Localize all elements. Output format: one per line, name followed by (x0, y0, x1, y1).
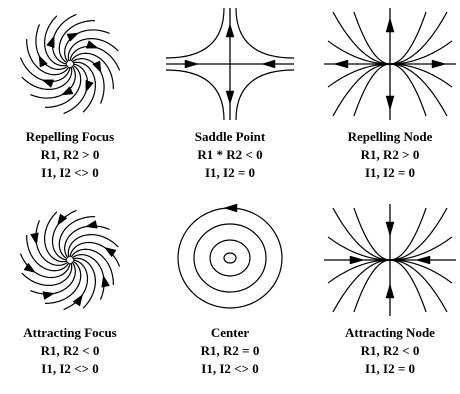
spiral-arrow (72, 294, 83, 307)
spiral-arrow (38, 54, 48, 68)
spiral-trajectory (45, 260, 82, 304)
spiral-arrow (30, 232, 39, 246)
arrow-left-inward (261, 59, 276, 69)
attracting-node-condition-imag: I1, I2 = 0 (364, 361, 416, 376)
repelling-focus-condition-real: R1, R2 > 0 (40, 147, 100, 162)
spiral-arrow (84, 220, 98, 229)
center-caption: Center R1, R2 = 0 I1, I2 <> 0 (160, 324, 300, 378)
spiral-arrow (41, 79, 55, 88)
attracting-focus-condition-imag: I1, I2 <> 0 (41, 361, 99, 376)
repelling-node-caption: Repelling Node R1, R2 > 0 I1, I2 = 0 (320, 128, 460, 182)
attracting-node-caption: Attracting Node R1, R2 < 0 I1, I2 = 0 (320, 324, 460, 378)
repelling-focus-diagram (19, 13, 121, 115)
attracting-focus-condition-real: R1, R2 < 0 (40, 343, 100, 358)
spiral-arrow (92, 60, 102, 74)
attracting-node-condition-real: R1, R2 < 0 (360, 343, 420, 358)
spiral-trajectory (58, 216, 95, 260)
attracting-node-title: Attracting Node (345, 325, 435, 340)
orbit-arrow (223, 203, 238, 213)
saddle-point-condition-imag: I1, I2 = 0 (204, 165, 256, 180)
spiral-trajectory (67, 37, 119, 62)
closed-orbit (209, 239, 251, 277)
center-panel: Center R1, R2 = 0 I1, I2 <> 0 (160, 200, 300, 380)
spiral-trajectory (26, 235, 70, 272)
arrow-left-inward (415, 255, 431, 265)
spiral-trajectory (45, 64, 82, 108)
arrow-right-inward (349, 255, 365, 265)
spiral-arrow (57, 213, 68, 226)
closed-orbit (223, 252, 237, 264)
center-condition-real: R1, R2 = 0 (200, 343, 260, 358)
spiral-trajectory (69, 45, 121, 71)
arrow-up (225, 23, 235, 38)
arrow-down-inward (385, 221, 395, 237)
arrow-right-outward (431, 59, 447, 69)
spiral-arrow (85, 79, 94, 93)
spiral-trajectory (67, 233, 119, 258)
spiral-arrow (23, 262, 36, 273)
saddle-point-caption: Saddle Point R1 * R2 < 0 I1, I2 = 0 (160, 128, 300, 182)
closed-orbit (193, 223, 267, 293)
spiral-trajectory (70, 52, 114, 89)
spiral-arrow (46, 35, 55, 49)
spiral-trajectory (72, 61, 97, 113)
spiral-trajectory (63, 63, 89, 115)
spiral-trajectory (72, 257, 97, 309)
spiral-trajectory (26, 39, 70, 76)
saddle-point-panel: Saddle Point R1 * R2 < 0 I1, I2 = 0 (160, 4, 300, 184)
spiral-arrow (42, 291, 56, 300)
spiral-arrow (66, 32, 80, 42)
arrow-down (225, 90, 235, 105)
repelling-node-panel: Repelling Node R1, R2 > 0 I1, I2 = 0 (320, 4, 460, 184)
repelling-node-diagram (324, 8, 456, 120)
spiral-trajectory (19, 57, 71, 83)
center-title: Center (210, 325, 250, 340)
attracting-focus-title: Attracting Focus (23, 325, 117, 340)
spiral-trajectory (51, 13, 77, 65)
arrow-up-inward (385, 283, 395, 299)
repelling-focus-title: Repelling Focus (25, 129, 115, 144)
repelling-node-condition-imag: I1, I2 = 0 (364, 165, 416, 180)
spiral-arrow (60, 86, 74, 96)
attracting-focus-diagram (19, 209, 121, 311)
center-condition-imag: I1, I2 <> 0 (201, 361, 259, 376)
repelling-focus-condition-imag: I1, I2 <> 0 (41, 165, 99, 180)
spiral-trajectory (70, 248, 114, 285)
hyperbola-bottom-right (235, 69, 295, 121)
spiral-trajectory (58, 20, 95, 64)
arrow-up-outward (385, 17, 395, 33)
repelling-focus-panel: Repelling Focus R1, R2 > 0 I1, I2 <> 0 (0, 4, 140, 184)
center-diagram (177, 203, 283, 309)
parabolic-trajectory (353, 259, 427, 313)
repelling-node-condition-real: R1, R2 > 0 (360, 147, 420, 162)
repelling-node-title: Repelling Node (347, 129, 433, 144)
attracting-node-panel: Attracting Node R1, R2 < 0 I1, I2 = 0 (320, 200, 460, 380)
spiral-arrow (85, 40, 99, 49)
arrow-right-inward (184, 59, 199, 69)
attracting-focus-panel: Attracting Focus R1, R2 < 0 I1, I2 <> 0 (0, 200, 140, 380)
attracting-node-diagram (324, 204, 456, 316)
saddle-point-title: Saddle Point (194, 129, 266, 144)
spiral-arrow (101, 274, 110, 288)
saddle-point-diagram (165, 7, 295, 121)
repelling-focus-caption: Repelling Focus R1, R2 > 0 I1, I2 <> 0 (0, 128, 140, 182)
spiral-trajectory (21, 262, 73, 287)
arrow-left-outward (333, 59, 349, 69)
hyperbola-top-right (235, 7, 295, 59)
parabolic-trajectory (353, 63, 427, 117)
spiral-trajectory (43, 211, 68, 263)
saddle-point-condition-real: R1 * R2 < 0 (197, 147, 263, 162)
hyperbola-top-left (165, 7, 225, 59)
spiral-trajectory (43, 15, 68, 67)
spiral-trajectory (21, 66, 73, 91)
spiral-arrow (104, 247, 117, 258)
attracting-focus-caption: Attracting Focus R1, R2 < 0 I1, I2 <> 0 (0, 324, 140, 378)
hyperbola-bottom-left (165, 69, 225, 121)
arrow-down-outward (385, 95, 395, 111)
